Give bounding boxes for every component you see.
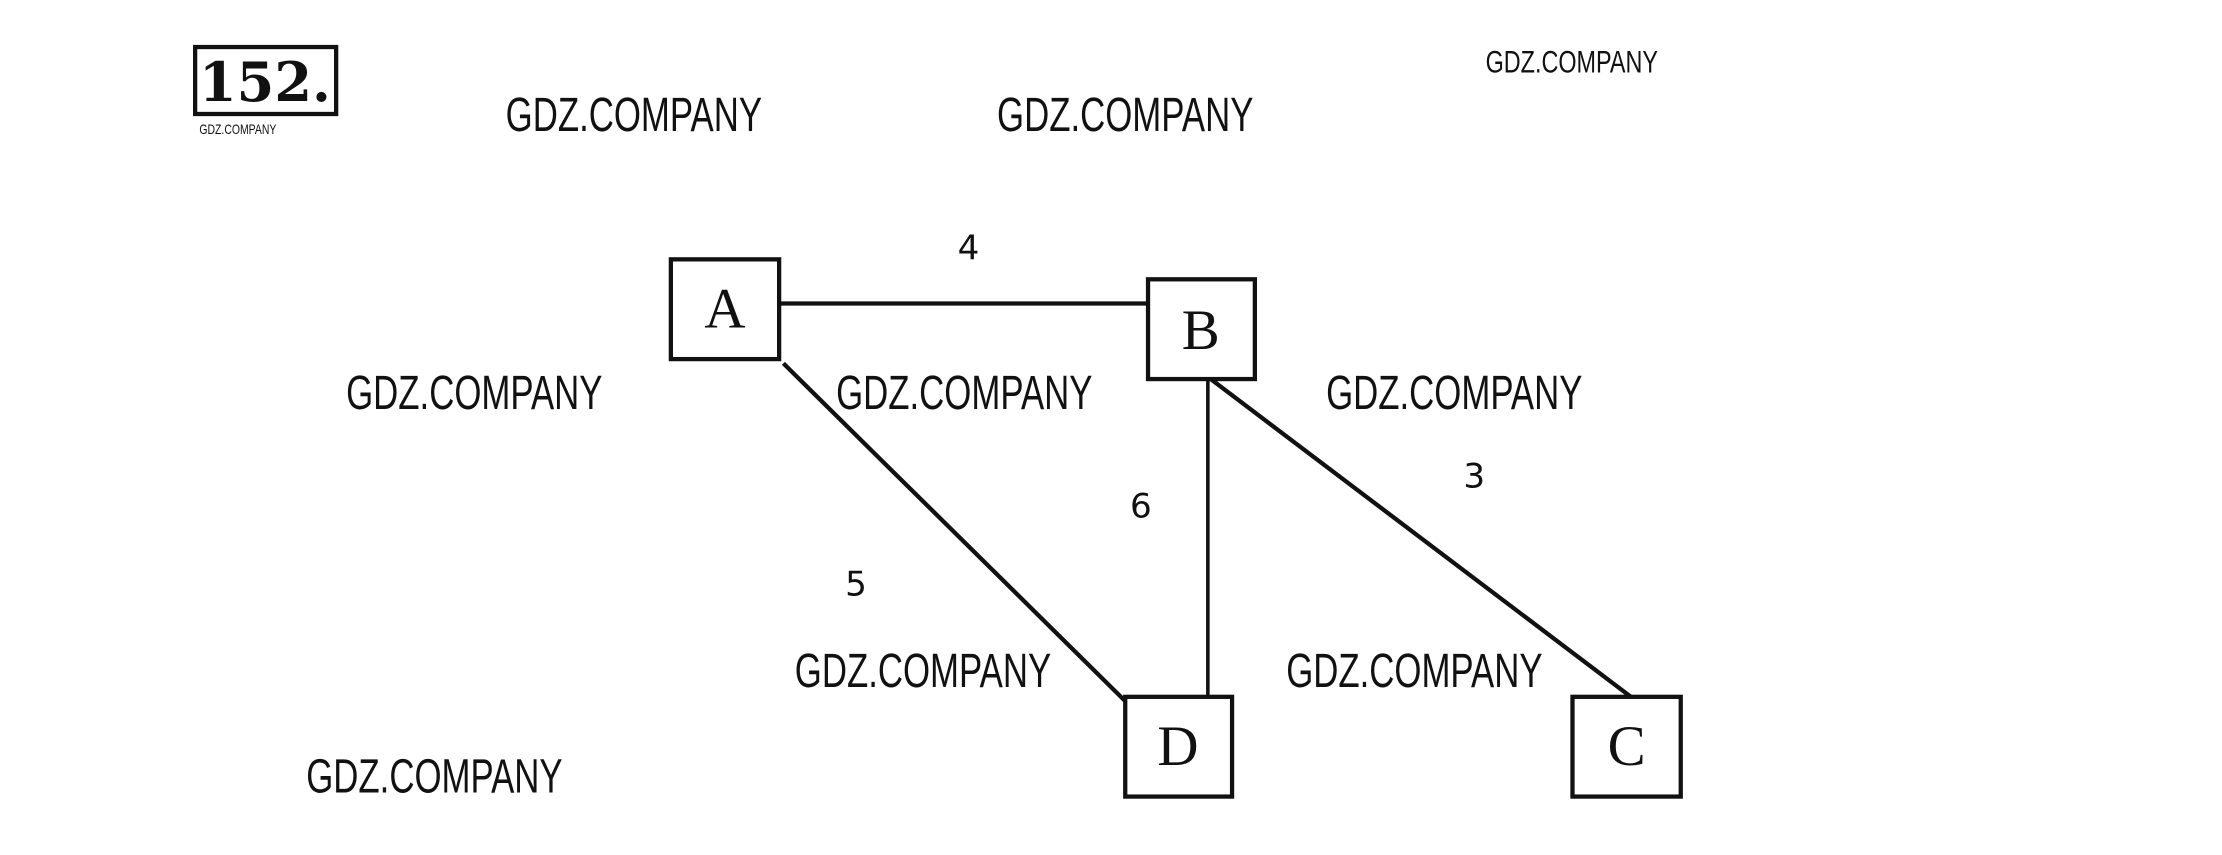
watermark: GDZ.COMPANY — [1486, 45, 1658, 80]
edge-weight-a-b: 4 — [958, 228, 980, 268]
node-label: D — [1157, 715, 1198, 778]
watermark: GDZ.COMPANY — [1326, 366, 1582, 420]
watermark: GDZ.COMPANY — [346, 366, 602, 420]
edge-labels: 4 5 6 3 — [845, 228, 1485, 604]
edge-weight-b-c: 3 — [1463, 456, 1485, 496]
watermark: GDZ.COMPANY — [199, 122, 276, 138]
watermarks: GDZ.COMPANY GDZ.COMPANY GDZ.COMPANY GDZ.… — [199, 45, 1658, 804]
problem-number-box: 152. — [193, 44, 339, 117]
node-d: D — [1123, 694, 1235, 799]
edge-a-d — [781, 361, 1127, 703]
watermark: GDZ.COMPANY — [795, 644, 1051, 698]
edge-b-c — [1209, 377, 1633, 699]
edge-weight-b-d: 6 — [1130, 486, 1152, 526]
node-a: A — [668, 257, 782, 362]
watermark: GDZ.COMPANY — [997, 88, 1253, 142]
node-c: C — [1570, 694, 1683, 799]
problem-number: 152. — [199, 50, 331, 114]
node-label: B — [1182, 299, 1220, 362]
watermark: GDZ.COMPANY — [836, 366, 1092, 420]
nodes: A B C D — [668, 257, 1683, 799]
watermark: GDZ.COMPANY — [506, 88, 762, 142]
edges — [779, 301, 1633, 703]
node-label: C — [1608, 715, 1646, 778]
watermark: GDZ.COMPANY — [1286, 644, 1542, 698]
node-label: A — [704, 278, 745, 341]
edge-weight-a-d: 5 — [845, 565, 867, 605]
node-b: B — [1145, 277, 1257, 382]
watermark: GDZ.COMPANY — [306, 749, 562, 803]
